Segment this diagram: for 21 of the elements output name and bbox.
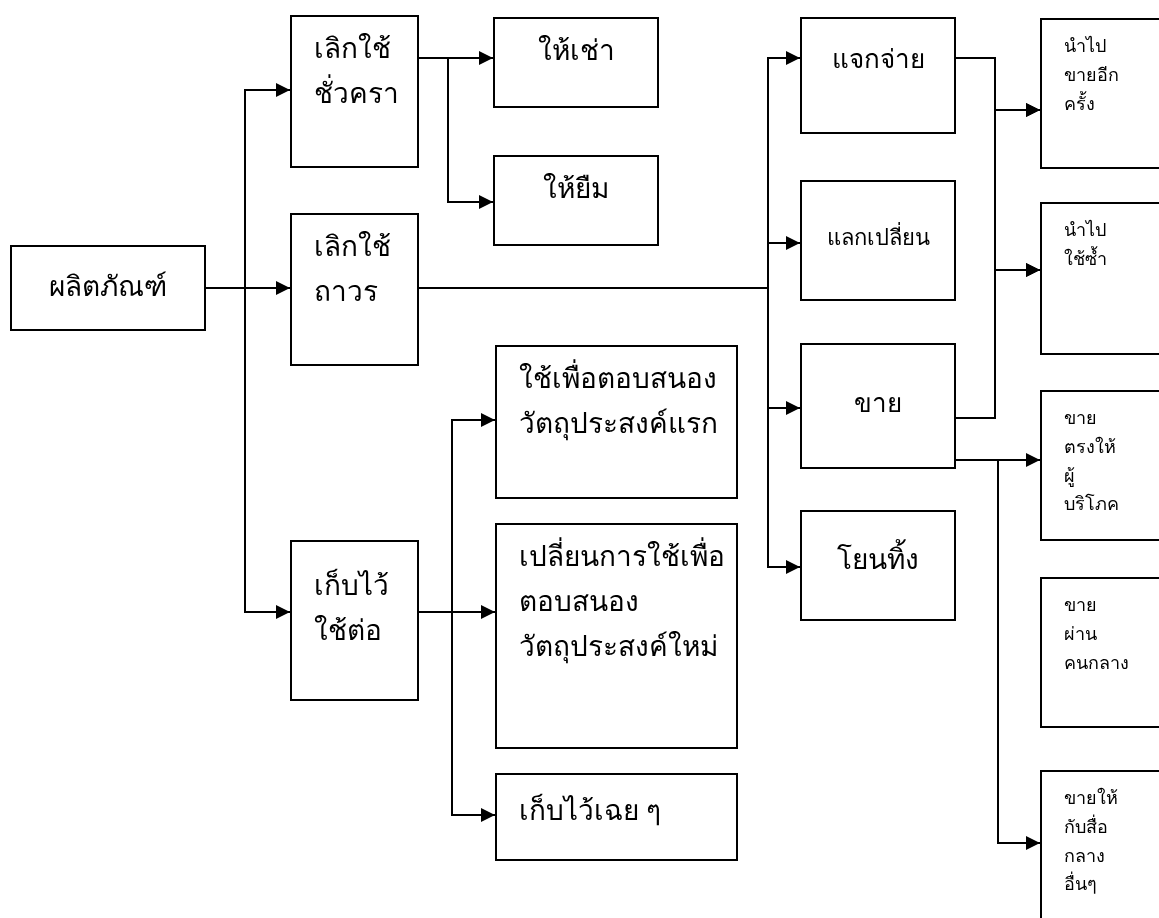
arrow xyxy=(955,263,1041,419)
arrow xyxy=(418,57,494,209)
process-box: เก็บไว้ใช้ต่อ xyxy=(290,540,419,701)
process-box: นำไปใช้ซ้ำ xyxy=(1040,202,1159,355)
process-box: เก็บไว้เฉย ๆ xyxy=(495,773,738,861)
process-box: ขายให้กับสื่อกลางอื่นๆ xyxy=(1040,770,1159,918)
process-box: ผลิตภัณฑ์ xyxy=(10,245,206,331)
process-box: แจกจ่าย xyxy=(800,17,956,134)
process-box: เปลี่ยนการใช้เพื่อตอบสนองวัตถุประสงค์ใหม่ xyxy=(495,523,738,749)
process-box: ขายตรงให้ผู้บริโภค xyxy=(1040,390,1159,541)
process-box: ใช้เพื่อตอบสนองวัตถุประสงค์แรก xyxy=(495,345,738,499)
arrow xyxy=(418,611,496,822)
process-box: ให้เช่า xyxy=(493,17,659,108)
process-box: ขาย xyxy=(800,343,956,469)
process-box: โยนทิ้ง xyxy=(800,510,956,621)
process-box: เลิกใช้ชั่วครา xyxy=(290,15,419,168)
process-box: นำไปขายอีกครั้ง xyxy=(1040,18,1159,169)
process-box: แลกเปลี่ยน xyxy=(800,180,956,301)
process-box: ขายผ่านคนกลาง xyxy=(1040,577,1159,728)
process-box: ให้ยืม xyxy=(493,155,659,246)
process-box: เลิกใช้ถาวร xyxy=(290,213,419,366)
